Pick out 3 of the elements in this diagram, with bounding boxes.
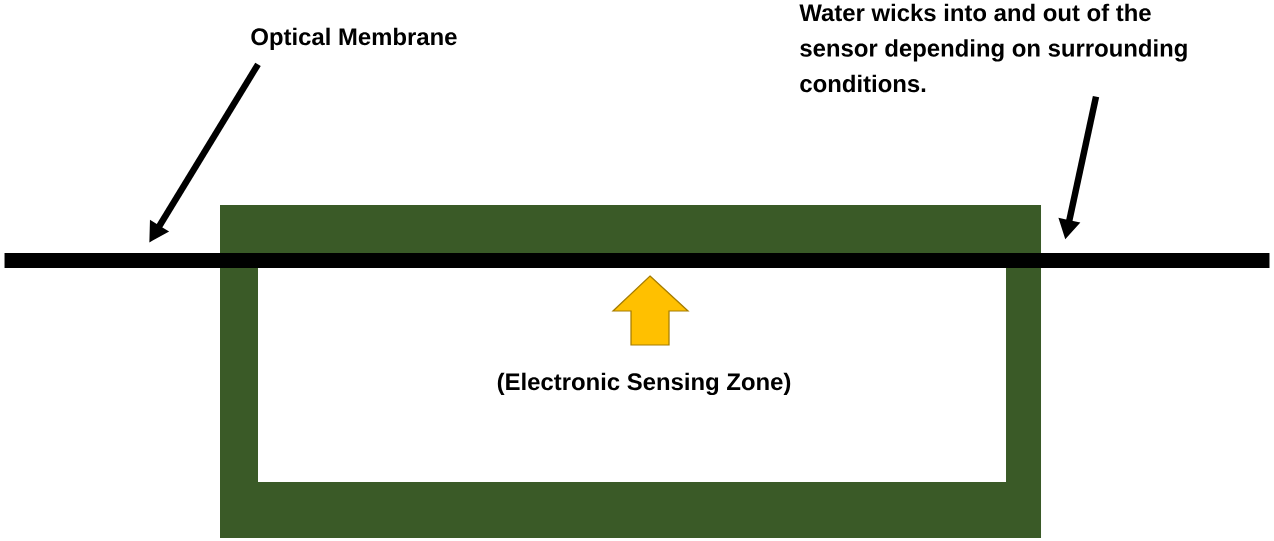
callout-text: Water wicks into and out of the sensor depending on surrounding conditions. bbox=[799, 3, 1187, 93]
callout-text: Optical Membrane bbox=[251, 27, 457, 50]
sensor-housing: (Electronic Sensing Zone) bbox=[220, 205, 1041, 538]
